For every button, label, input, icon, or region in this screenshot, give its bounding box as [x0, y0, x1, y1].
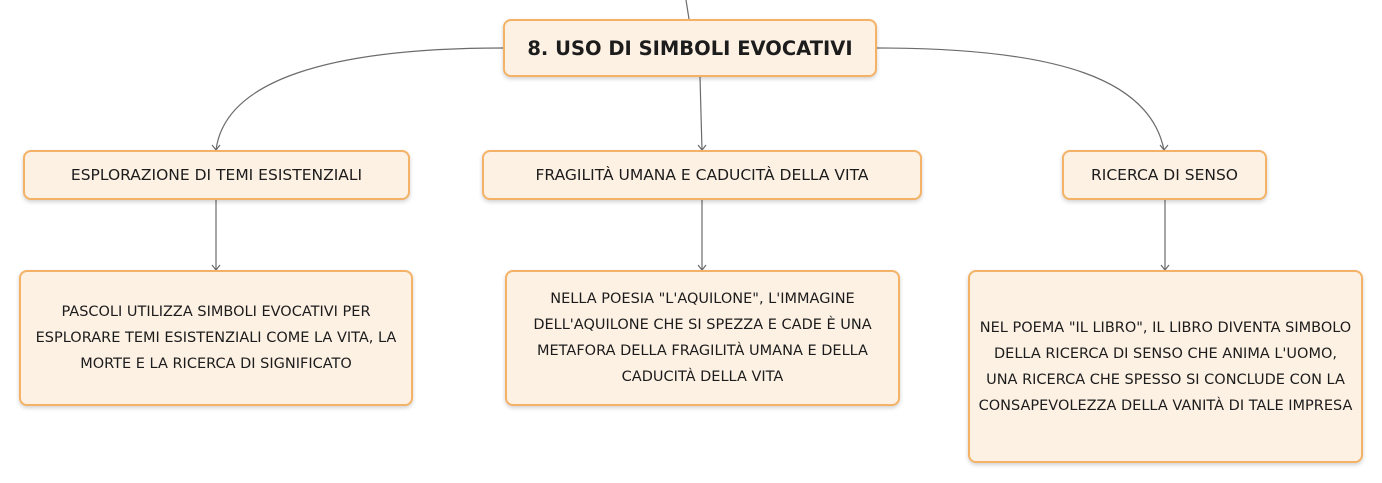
description-node-ricerca[interactable]: NEL POEMA "IL LIBRO", IL LIBRO DIVENTA S… [968, 270, 1363, 463]
description-node-esplorazione[interactable]: PASCOLI UTILIZZA SIMBOLI EVOCATIVI PER E… [19, 270, 413, 406]
topic-node-ricerca[interactable]: RICERCA DI SENSO [1062, 150, 1267, 200]
description-text: PASCOLI UTILIZZA SIMBOLI EVOCATIVI PER E… [35, 304, 397, 372]
main-topic-node[interactable]: 8. USO DI SIMBOLI EVOCATIVI [503, 19, 877, 77]
description-text: NEL POEMA "IL LIBRO", IL LIBRO DIVENTA S… [978, 319, 1353, 414]
topic-label: FRAGILITÀ UMANA E CADUCITÀ DELLA VITA [535, 166, 869, 184]
connector-main-to-topic-3 [876, 47, 1165, 151]
topic-node-fragilita[interactable]: FRAGILITÀ UMANA E CADUCITÀ DELLA VITA [482, 150, 922, 200]
connector-main-to-topic-1 [215, 47, 504, 151]
main-topic-label: 8. USO DI SIMBOLI EVOCATIVI [527, 36, 853, 60]
connector-main-to-topic-2 [699, 76, 703, 151]
description-node-fragilita[interactable]: NELLA POESIA "L'AQUILONE", L'IMMAGINE DE… [505, 270, 900, 406]
connector-parent-to-main [685, 0, 690, 20]
topic-node-esplorazione[interactable]: ESPLORAZIONE DI TEMI ESISTENZIALI [23, 150, 410, 200]
topic-label: ESPLORAZIONE DI TEMI ESISTENZIALI [70, 166, 363, 184]
topic-label: RICERCA DI SENSO [1090, 166, 1238, 184]
description-text: NELLA POESIA "L'AQUILONE", L'IMMAGINE DE… [533, 291, 872, 385]
